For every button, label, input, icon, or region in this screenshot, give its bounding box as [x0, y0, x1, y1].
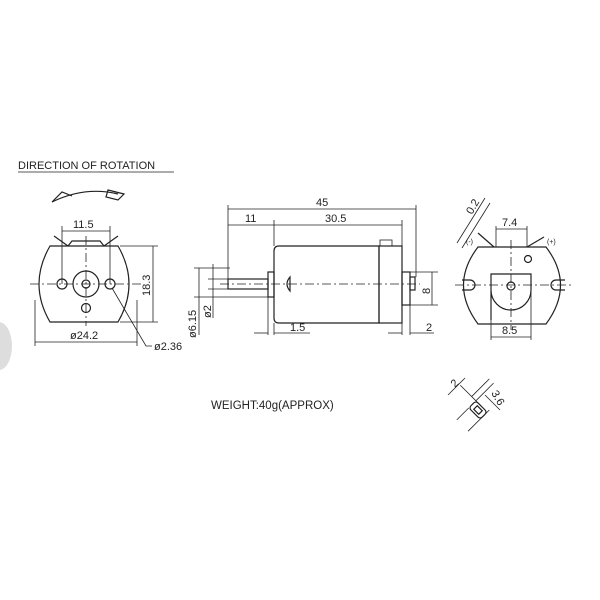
- dim-terminal-spacing: 11.5: [73, 219, 94, 231]
- rotation-arrow-icon: [51, 189, 126, 203]
- dim-boss-diameter: ø6.15: [187, 310, 199, 338]
- dim-height: 18.3: [141, 275, 153, 296]
- terminal-detail: 2 3.6: [447, 377, 506, 432]
- dim-bracket-width: 8.5: [502, 325, 517, 337]
- dim-rear-terminal-spacing: 7.4: [502, 217, 517, 229]
- dim-body-length: 30.5: [325, 213, 346, 225]
- rear-view: 0.2 (-) (+) 7.4 8.5: [455, 197, 572, 340]
- negative-label: (-): [466, 239, 473, 246]
- dim-collar: 1.5: [290, 322, 305, 334]
- dim-shaft-length: 11: [245, 213, 256, 225]
- dim-terminal-slot: 3.6: [488, 389, 506, 408]
- rotation-title: DIRECTION OF ROTATION: [18, 160, 155, 172]
- edge-shadow: [0, 322, 12, 370]
- positive-label: (+): [547, 239, 556, 246]
- weight-label: WEIGHT:40g(APPROX): [211, 400, 334, 412]
- dim-rear-boss-length: 2: [426, 322, 432, 334]
- dim-overall-length: 45: [316, 197, 328, 209]
- dim-diameter: ø24.2: [70, 330, 98, 342]
- dim-shaft-diameter: ø2: [202, 305, 214, 318]
- dim-hole-diameter: ø2.36: [154, 341, 182, 353]
- dim-terminal-thickness: 0.2: [464, 197, 482, 216]
- side-view: 45 11 30.5 ø6.15 ø2 1.5 2 8: [187, 197, 438, 338]
- front-view: 11.5 18.3 ø24.2 ø2.36: [30, 219, 182, 353]
- dim-rear-boss-diameter: 8: [421, 288, 433, 294]
